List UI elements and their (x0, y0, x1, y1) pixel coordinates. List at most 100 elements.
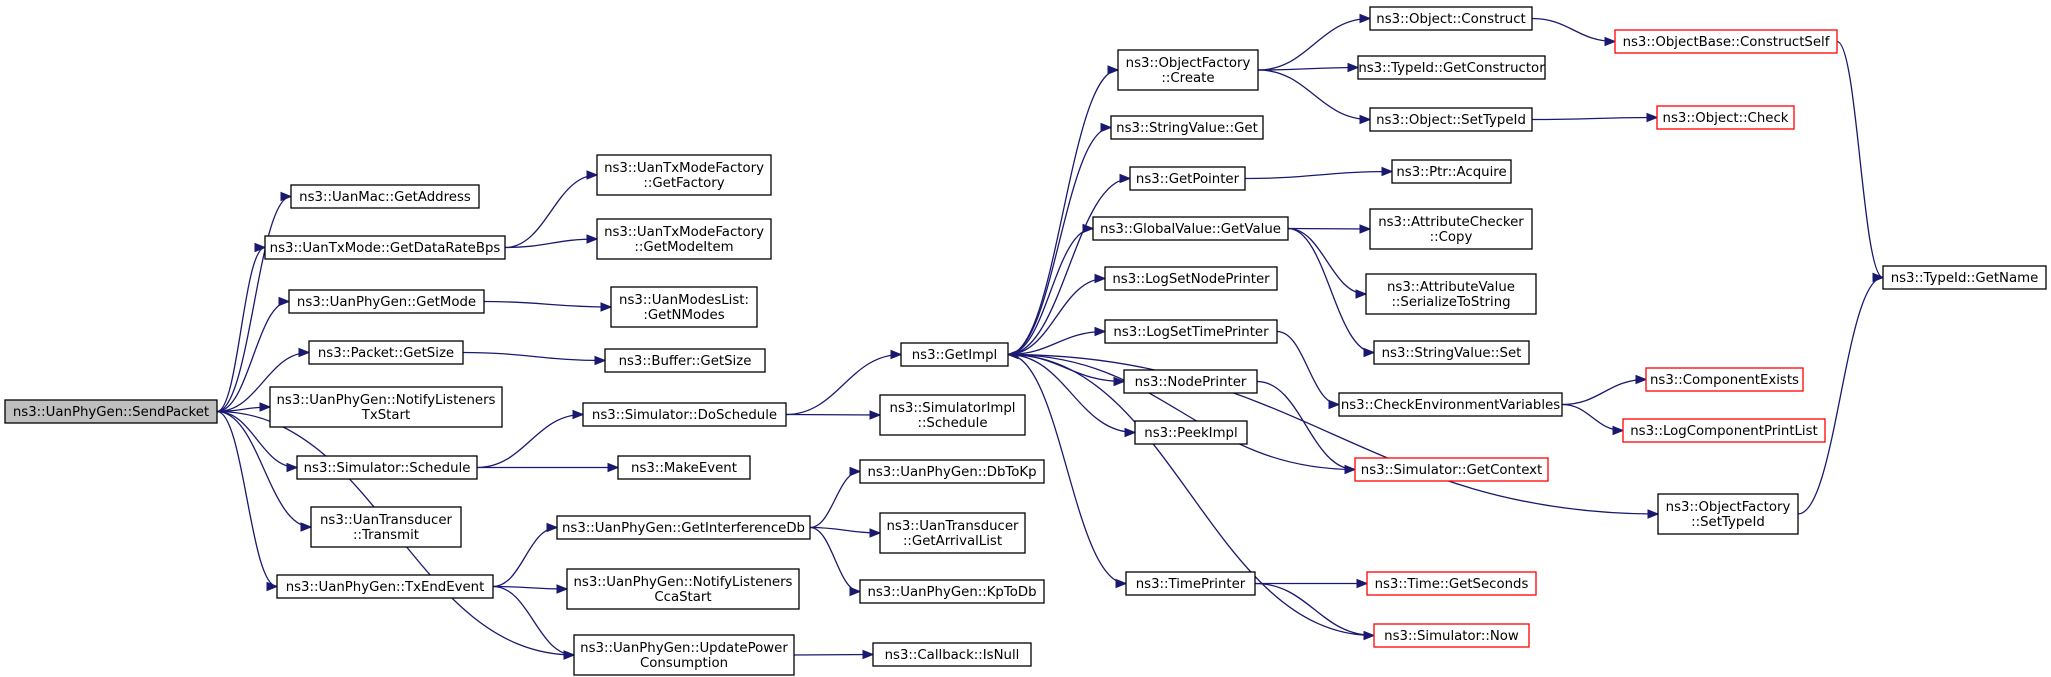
node-objcheck[interactable]: ns3::Object::Check (1656, 105, 1795, 130)
node-getfactory[interactable]: ns3::UanTxModeFactory::GetFactory (596, 154, 772, 196)
node-settypeid[interactable]: ns3::Object::SetTypeId (1369, 107, 1533, 132)
node-dbtokp[interactable]: ns3::UanPhyGen::DbToKp (859, 459, 1045, 484)
node-label: ns3::UanTransducer (320, 513, 453, 528)
node-bufsize[interactable]: ns3::Buffer::GetSize (604, 348, 766, 373)
edge-txend-to-getintf (492, 526, 558, 588)
node-label: ns3::SimulatorImpl (890, 401, 1016, 416)
node-lstp[interactable]: ns3::LogSetTimePrinter (1104, 319, 1278, 344)
node-box (308, 340, 464, 365)
edge-nodeprinter-to-getctx (1256, 380, 1356, 471)
node-gvget[interactable]: ns3::GlobalValue::GetValue (1092, 216, 1289, 241)
node-label: ns3::UanTxMode::GetDataRateBps (270, 241, 501, 256)
node-box (1373, 340, 1530, 365)
arrowhead-pktsize-to-bufsize (594, 355, 607, 366)
arrowhead-gvget-to-acopy (1359, 224, 1372, 234)
node-pktsize[interactable]: ns3::Packet::GetSize (308, 340, 464, 365)
node-label: ns3::TypeId::GetName (1891, 271, 2039, 286)
node-tidname[interactable]: ns3::TypeId::GetName (1882, 265, 2047, 290)
node-box (573, 634, 795, 676)
node-getmode[interactable]: ns3::UanPhyGen::GetMode (288, 289, 485, 314)
node-box (610, 286, 758, 328)
node-mkevent[interactable]: ns3::MakeEvent (617, 455, 751, 480)
node-label: ns3::UanMac::GetAddress (299, 190, 471, 205)
arrowhead-getimpl-to-gvget (1082, 223, 1095, 234)
node-kptodb[interactable]: ns3::UanPhyGen::KpToDb (859, 579, 1045, 604)
node-label: TxStart (361, 408, 410, 423)
node-getaddr[interactable]: ns3::UanMac::GetAddress (290, 184, 480, 209)
node-label: ::Schedule (917, 416, 987, 431)
node-label: ns3::Ptr::Acquire (1396, 165, 1506, 180)
arrowhead-getptr-to-ptracq (1381, 166, 1394, 177)
edge-getdrb-to-getfactory (504, 174, 598, 249)
node-box (1656, 105, 1795, 130)
edge-getintf-to-dbtokp (809, 470, 861, 529)
node-box (566, 568, 800, 610)
arrowhead-dosched-to-getimpl (890, 349, 903, 360)
node-aser[interactable]: ns3::AttributeValue::SerializeToString (1365, 273, 1537, 315)
node-getimpl[interactable]: ns3::GetImpl (900, 342, 1009, 367)
node-label: ::Transmit (353, 528, 419, 543)
node-getdrb[interactable]: ns3::UanTxMode::GetDataRateBps (264, 235, 506, 260)
node-transmit[interactable]: ns3::UanTransducer::Transmit (310, 506, 462, 548)
node-label: ns3::UanPhyGen::SendPacket (13, 405, 209, 420)
node-svset[interactable]: ns3::StringValue::Set (1373, 340, 1530, 365)
node-lsnp[interactable]: ns3::LogSetNodePrinter (1104, 266, 1278, 291)
node-logcpl[interactable]: ns3::LogComponentPrintList (1622, 418, 1826, 443)
node-box (1117, 49, 1259, 91)
node-label: ns3::PeekImpl (1144, 426, 1237, 441)
node-label: ::SerializeToString (1391, 295, 1510, 310)
node-label: ns3::Buffer::GetSize (619, 354, 752, 369)
arrowhead-ofcreate-to-objconstruct (1359, 13, 1372, 24)
node-box (879, 394, 1026, 436)
node-box (872, 642, 1032, 667)
arrowhead-timeprinter-to-getsec (1356, 578, 1369, 589)
node-label: ns3::CheckEnvironmentVariables (1341, 398, 1560, 413)
arrowhead-send-to-pktsize (298, 347, 311, 358)
node-box (859, 579, 1045, 604)
node-simnow[interactable]: ns3::Simulator::Now (1373, 623, 1530, 648)
node-label: ns3::StringValue::Set (1382, 346, 1522, 361)
node-label: ns3::ObjectFactory (1666, 500, 1791, 515)
node-peekimpl[interactable]: ns3::PeekImpl (1134, 420, 1248, 445)
node-simsched[interactable]: ns3::Simulator::Schedule (296, 455, 478, 480)
node-getintf[interactable]: ns3::UanPhyGen::GetInterferenceDb (556, 515, 811, 540)
node-label: ns3::TimePrinter (1136, 577, 1246, 592)
arrowhead-gvget-to-aser (1355, 289, 1368, 299)
node-objconstruct[interactable]: ns3::Object::Construct (1369, 6, 1533, 31)
node-label: ns3::UanPhyGen::UpdatePower (580, 641, 788, 656)
node-send[interactable]: ns3::UanPhyGen::SendPacket (4, 399, 218, 424)
node-ofcreate[interactable]: ns3::ObjectFactory::Create (1117, 49, 1259, 91)
node-getmodeitem[interactable]: ns3::UanTxModeFactory::GetModeItem (596, 218, 772, 260)
node-checkenv[interactable]: ns3::CheckEnvironmentVariables (1338, 392, 1563, 417)
node-compexists[interactable]: ns3::ComponentExists (1645, 367, 1804, 392)
node-getsec[interactable]: ns3::Time::GetSeconds (1366, 571, 1537, 596)
node-label: ns3::MakeEvent (631, 461, 737, 476)
arrowhead-ofsettid-to-tidname (1872, 272, 1885, 283)
node-ofsettid[interactable]: ns3::ObjectFactory::SetTypeId (1657, 493, 1799, 535)
node-implsched[interactable]: ns3::SimulatorImpl::Schedule (879, 394, 1026, 436)
node-ptracq[interactable]: ns3::Ptr::Acquire (1391, 159, 1512, 184)
node-svget[interactable]: ns3::StringValue::Get (1110, 115, 1264, 140)
node-nodeprinter[interactable]: ns3::NodePrinter (1123, 369, 1258, 394)
node-isnull[interactable]: ns3::Callback::IsNull (872, 642, 1032, 667)
arrowhead-getintf-to-dbtokp (849, 466, 862, 477)
node-acopy[interactable]: ns3::AttributeChecker::Copy (1369, 208, 1533, 250)
node-box (1129, 166, 1246, 191)
node-getptr[interactable]: ns3::GetPointer (1129, 166, 1246, 191)
node-getctx[interactable]: ns3::Simulator::GetContext (1354, 457, 1549, 482)
arrowhead-send-to-getmode (278, 296, 291, 307)
node-timeprinter[interactable]: ns3::TimePrinter (1125, 571, 1256, 596)
node-cself[interactable]: ns3::ObjectBase::ConstructSelf (1614, 29, 1838, 54)
node-arrlist[interactable]: ns3::UanTransducer::GetArrivalList (879, 512, 1026, 554)
node-txend[interactable]: ns3::UanPhyGen::TxEndEvent (276, 574, 494, 599)
edge-timeprinter-to-simnow (1254, 582, 1375, 637)
edge-txend-to-updpower (492, 585, 575, 656)
node-dosched[interactable]: ns3::Simulator::DoSchedule (582, 402, 787, 427)
node-getnmodes[interactable]: ns3::UanModesList::GetNModes (610, 286, 758, 328)
node-getctor[interactable]: ns3::TypeId::GetConstructor (1357, 55, 1546, 80)
node-box (1645, 367, 1804, 392)
node-box (879, 512, 1026, 554)
